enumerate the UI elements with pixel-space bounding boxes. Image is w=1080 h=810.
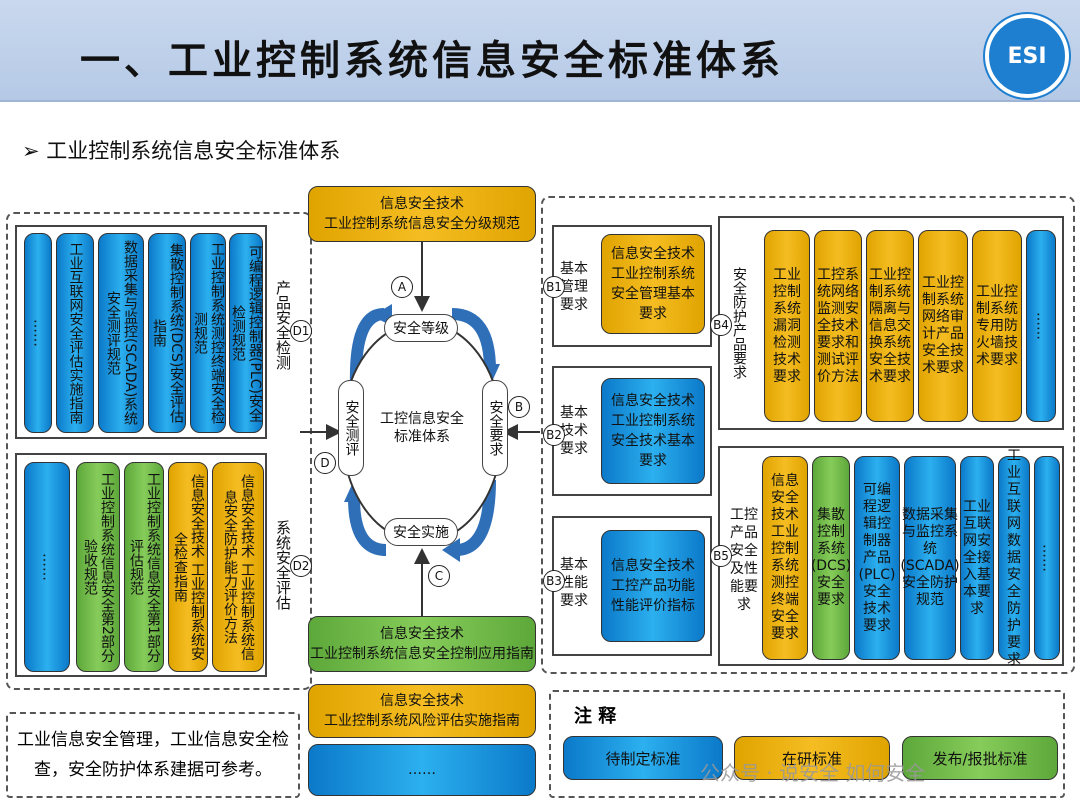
reference-note: 工业信息安全管理，工业信息安全检查，安全防护体系建据可参考。 (6, 712, 300, 798)
pill-safety-implementation: 安全实施 (384, 518, 458, 546)
d1-item-ellipsis: …… (24, 233, 52, 433)
b4-item-ellipsis: …… (1026, 230, 1056, 422)
marker-b3: B3 (543, 570, 565, 592)
header-bar (0, 0, 1080, 102)
b4-item-5: 工业控制系统专用防火墙技术要求 (972, 230, 1022, 422)
right-group (541, 196, 1075, 674)
marker-d2: D2 (290, 555, 312, 577)
pill-safety-assessment: 安全测评 (338, 380, 364, 476)
left-group (6, 212, 312, 690)
d2-item-ellipsis: …… (24, 462, 70, 672)
pill-safety-level: 安全等级 (384, 314, 458, 342)
pill-safety-requirements: 安全要求 (482, 380, 508, 476)
marker-b4: B4 (710, 314, 732, 336)
b5-item-5: 工业互联网安全接入基本要求 (960, 456, 994, 660)
d2-item-4: 信息安全技术 工业控制系统信息安全防护能力评价方法 (212, 462, 264, 672)
marker-b5: B5 (710, 545, 732, 567)
d1-item-1: 工业互联网安全评估实施指南 (56, 233, 94, 433)
b3-standard: 信息安全技术工控产品功能性能评价指标 (601, 530, 705, 642)
bottom-standard-box-1: 信息安全技术工业控制系统信息安全控制应用指南 (308, 616, 536, 672)
b4-item-1: 工业控制系统漏洞检测技术要求 (764, 230, 810, 422)
b4-item-2: 工控系统网络监测安全技术要求和测试评价方法 (814, 230, 862, 422)
marker-a: A (391, 276, 413, 298)
d1-item-4: 工业控制系统测控终端安全检测规范 (190, 233, 226, 433)
bullet-icon: ➢ (22, 139, 40, 163)
bottom-standard-box-3: …… (308, 744, 536, 796)
d1-label: 产品安全检测 (274, 280, 292, 370)
b1-label: 基本管理要求 (560, 261, 588, 313)
b1-standard: 信息安全技术工业控制系统安全管理基本要求 (601, 234, 705, 334)
d1-item-3: 集散控制系统(DCS)安全评估指南 (148, 233, 186, 433)
b5-label: 工控产品安全及性能要求 (730, 507, 758, 613)
b5-item-3: 可编程逻辑控制器产品(PLC)安全技术要求 (854, 456, 900, 660)
d2-label: 系统安全评估 (274, 520, 292, 610)
legend-title: 注 释 (574, 706, 617, 727)
d1-item-5: 可编程逻辑控制器(PLC)安全检测规范 (229, 233, 263, 433)
b5-item-6: 工业互联网数据安全防护要求 (998, 448, 1030, 668)
b4-item-3: 工业控制系统隔离与信息交换系统安全技术要求 (866, 230, 914, 422)
marker-b2: B2 (543, 424, 565, 446)
d2-item-3: 信息安全技术 工业控制系统安全检查指南 (168, 462, 208, 672)
b5-item-ellipsis: …… (1034, 456, 1060, 660)
legend-item-pending: 待制定标准 (563, 736, 723, 780)
esi-logo: ESI (985, 14, 1069, 98)
b2-standard: 信息安全技术工业控制系统安全技术基本要求 (601, 378, 705, 484)
b5-item-2: 集散控制系统(DCS)安全要求 (811, 456, 851, 660)
section-subtitle: ➢ 工业控制系统信息安全标准体系 (22, 135, 340, 165)
core-label: 工控信息安全 标准体系 (380, 411, 464, 445)
legend-box (549, 690, 1065, 798)
d2-item-1: 工业控制系统信息安全第2部分验收规范 (76, 462, 120, 672)
b4-label: 安全防护产品要求 (731, 267, 747, 379)
b5-item-1: 信息安全技术 工业控制系统测控终端安全要求 (762, 456, 808, 660)
d1-item-2: 数据采集与监控(SCADA)系统安全测评规范 (98, 233, 144, 433)
b2-label: 基本技术要求 (560, 405, 588, 457)
b4-item-4: 工业控制系统网络审计产品安全技术要求 (918, 230, 968, 422)
b3-label: 基本性能要求 (560, 557, 588, 609)
d2-item-2: 工业控制系统信息安全第1部分评估规范 (124, 462, 164, 672)
watermark: 公众号 · 说安全 如何安全 (700, 761, 926, 785)
marker-d1: D1 (290, 320, 312, 342)
marker-b: B (508, 396, 530, 418)
marker-d: D (314, 452, 336, 474)
legend-item-in-research: 在研标准 (734, 736, 890, 780)
page-title: 一、工业控制系统信息安全标准体系 (80, 38, 784, 84)
top-standard-box: 信息安全技术工业控制系统信息安全分级规范 (308, 186, 536, 242)
subtitle-text: 工业控制系统信息安全标准体系 (46, 139, 341, 163)
marker-b1: B1 (543, 276, 565, 298)
bottom-standard-box-2: 信息安全技术工业控制系统风险评估实施指南 (308, 684, 536, 738)
legend-item-published: 发布/报批标准 (902, 736, 1058, 780)
b5-item-4: 数据采集与监控系统(SCADA)安全防护规范 (900, 456, 960, 660)
center-cycle-diagram (300, 242, 540, 616)
marker-c: C (428, 565, 450, 587)
